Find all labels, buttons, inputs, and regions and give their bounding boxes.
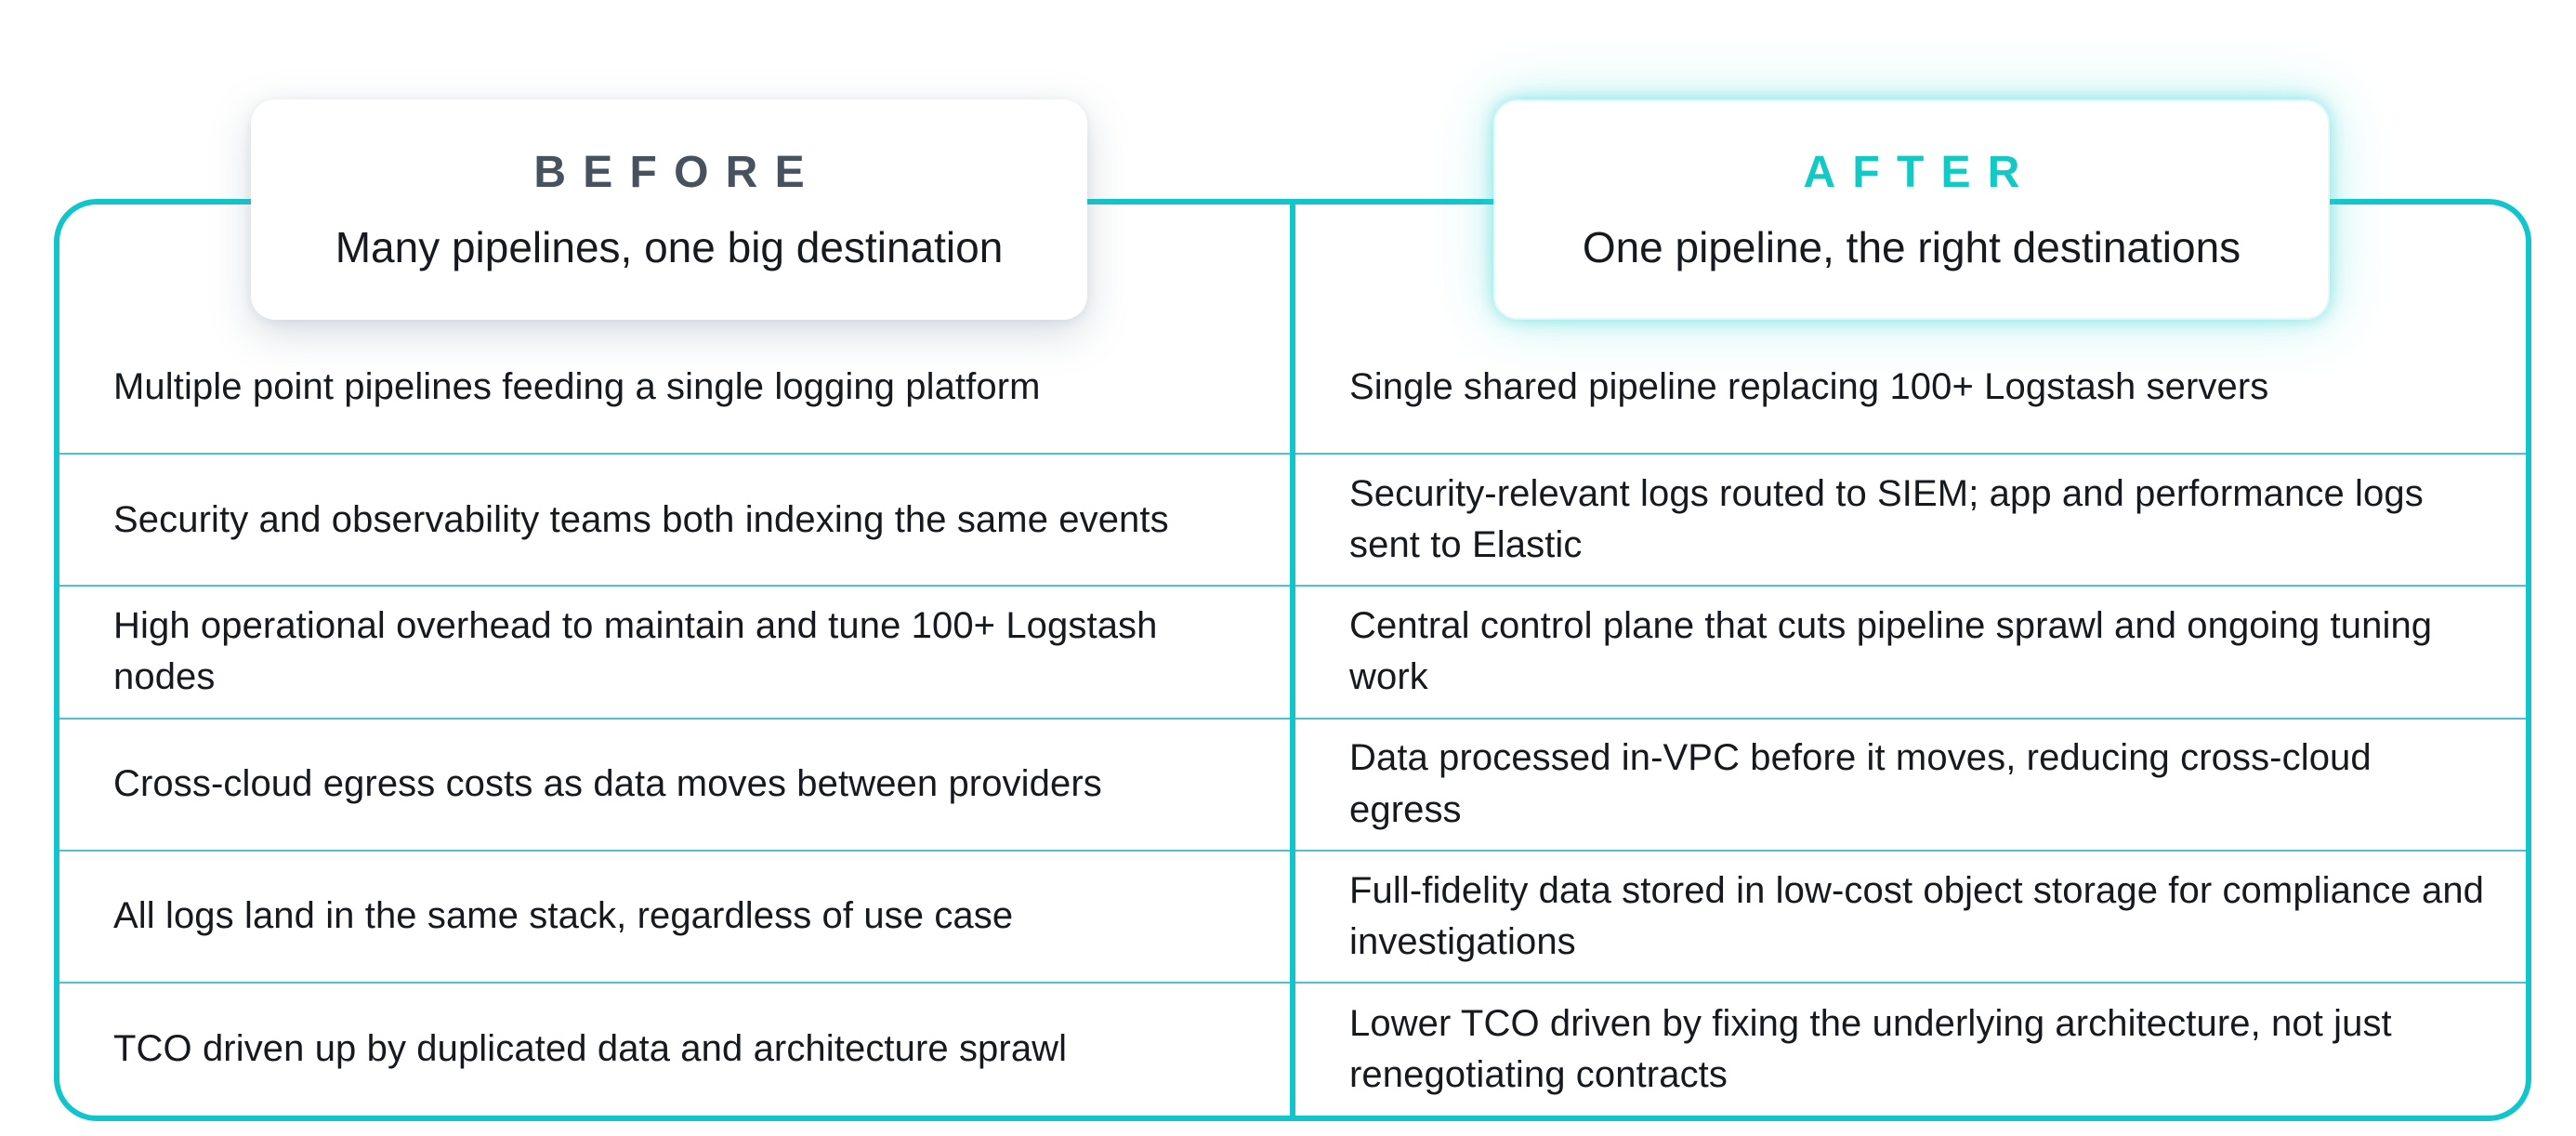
before-column: Multiple point pipelines feeding a singl…: [59, 205, 1290, 1116]
after-row: Lower TCO driven by fixing the underlyin…: [1349, 1002, 2392, 1095]
after-row: Central control plane that cuts pipeline…: [1295, 587, 2526, 720]
after-row: Security-relevant logs routed to SIEM; a…: [1295, 455, 2526, 588]
after-row: Full-fidelity data stored in low-cost ob…: [1295, 852, 2526, 984]
after-title: AFTER: [1803, 148, 2037, 197]
before-row: TCO driven up by duplicated data and arc…: [113, 1028, 1068, 1070]
before-row: Multiple point pipelines feeding a singl…: [59, 323, 1290, 456]
before-header-card: BEFORE Many pipelines, one big destinati…: [251, 99, 1087, 320]
comparison-table: Multiple point pipelines feeding a singl…: [54, 199, 2531, 1121]
before-subtitle: Many pipelines, one big destination: [335, 223, 1004, 271]
before-row: Cross-cloud egress costs as data moves b…: [59, 720, 1290, 852]
after-header-card: AFTER One pipeline, the right destinatio…: [1493, 99, 2330, 320]
before-title: BEFORE: [533, 148, 821, 197]
after-row: Single shared pipeline replacing 100+ Lo…: [1295, 323, 2526, 456]
before-row: Security and observability teams both in…: [59, 455, 1290, 588]
after-row: Data processed in-VPC before it moves, r…: [1295, 720, 2526, 852]
after-column: Single shared pipeline replacing 100+ Lo…: [1290, 205, 2526, 1116]
before-row: High operational overhead to maintain an…: [59, 587, 1290, 720]
before-row: All logs land in the same stack, regardl…: [59, 852, 1290, 984]
after-subtitle: One pipeline, the right destinations: [1582, 223, 2241, 271]
